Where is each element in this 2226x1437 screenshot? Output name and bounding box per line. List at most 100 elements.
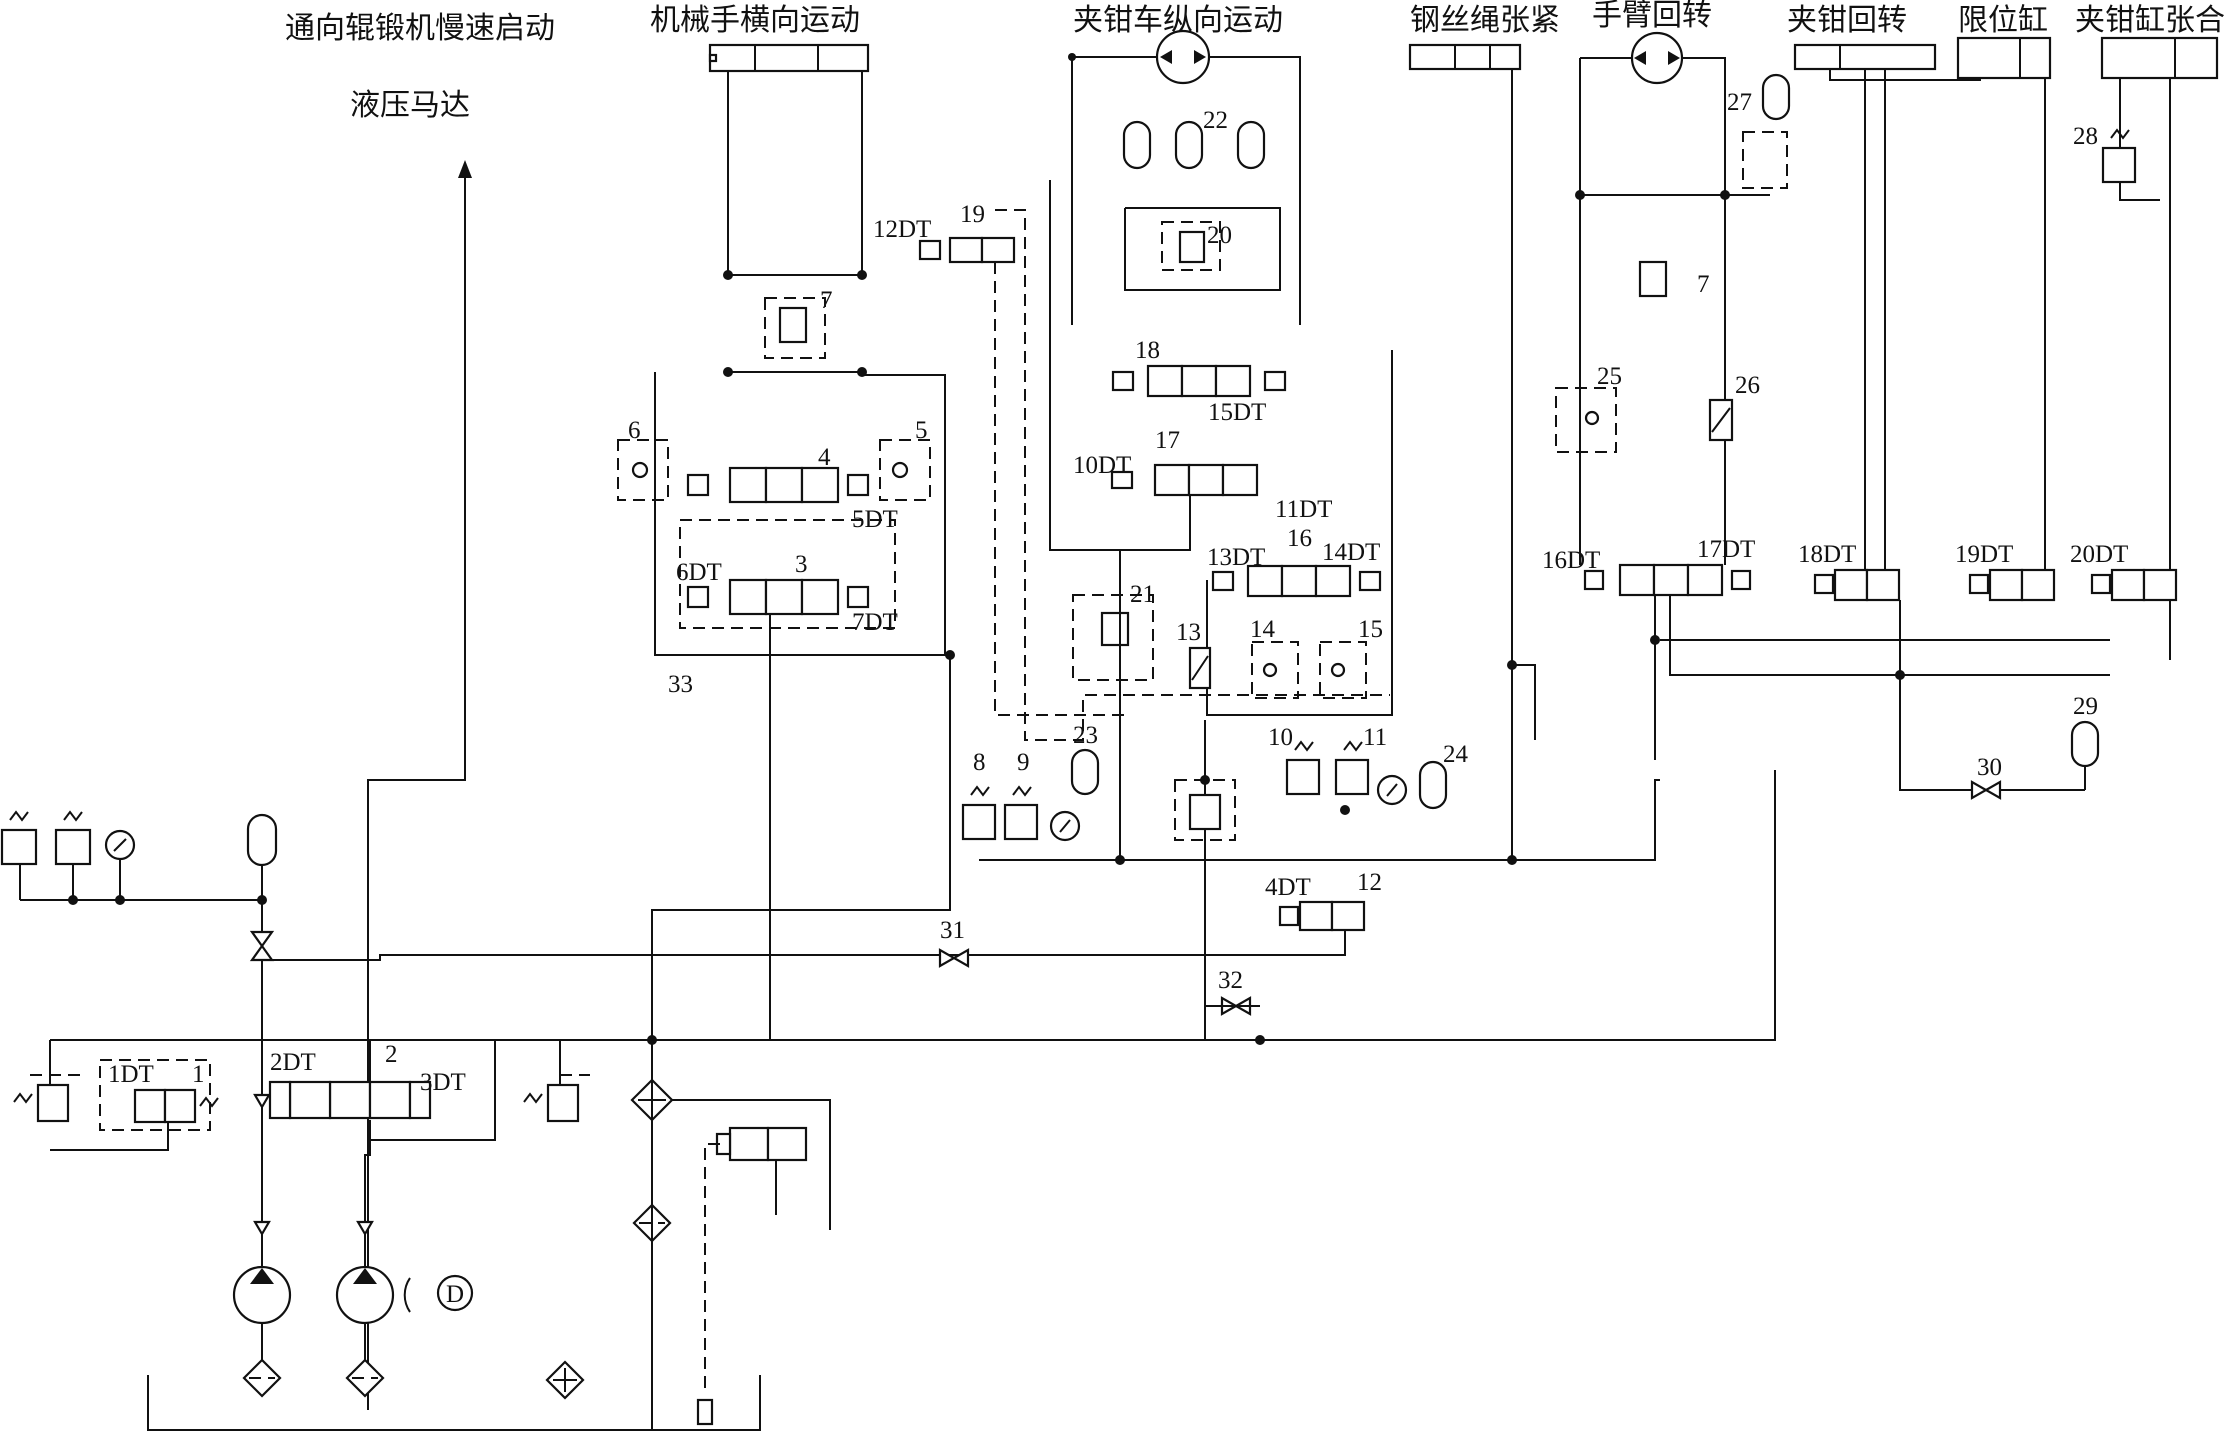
pump-1	[232, 1265, 292, 1325]
sol-2dt: 2DT	[270, 1049, 316, 1076]
thermometer-icon	[696, 1398, 714, 1426]
relief-valve-7b	[1638, 260, 1668, 298]
pressure-gauge-left	[104, 829, 136, 861]
accumulator-left	[246, 813, 278, 867]
hydraulic-motor-arm	[1630, 31, 1684, 85]
valve-1-frame	[99, 1059, 211, 1131]
accumulator-24	[1418, 760, 1448, 810]
label-31: 31	[940, 917, 965, 944]
rotation-arrow-icon	[403, 1277, 411, 1313]
title-rolling-mill: 通向辊锻机慢速启动	[285, 11, 555, 46]
label-16: 16	[1287, 525, 1312, 552]
directional-valve-3	[686, 578, 870, 616]
directional-valve-1	[133, 1088, 219, 1124]
pressure-gauge-right	[1376, 774, 1408, 806]
label-22: 22	[1203, 107, 1228, 134]
accumulator-29	[2070, 720, 2100, 768]
label-8: 8	[973, 749, 986, 776]
flow-control-14	[1251, 641, 1299, 699]
suction-filter-2	[345, 1358, 385, 1398]
pressure-switch-8	[961, 785, 997, 841]
label-30: 30	[1977, 754, 2002, 781]
electric-motor-icon: D	[436, 1274, 474, 1312]
label-17: 17	[1155, 427, 1180, 454]
flow-control-25	[1555, 387, 1617, 453]
title-hydraulic-motor: 液压马达	[350, 88, 470, 123]
cylinder-limit	[1956, 36, 2052, 80]
directional-valve-17	[1110, 463, 1259, 497]
directional-valve-20dt	[2090, 568, 2178, 602]
label-14: 14	[1250, 616, 1276, 643]
label-12: 12	[1357, 869, 1382, 896]
pressure-switch-9	[1003, 785, 1039, 841]
motor-label: D	[446, 1281, 464, 1308]
label-15: 15	[1358, 616, 1383, 643]
suction-filter-1	[242, 1358, 282, 1398]
flow-control-5	[879, 439, 931, 501]
directional-valve-2	[268, 1080, 432, 1120]
label-23: 23	[1073, 722, 1098, 749]
directional-valve-16	[1211, 564, 1382, 598]
label-28: 28	[2073, 123, 2098, 150]
relief-valve-7a	[764, 297, 826, 359]
relief-valve-21	[1072, 594, 1154, 681]
label-32: 32	[1218, 967, 1243, 994]
label-13: 13	[1176, 619, 1201, 646]
accumulator-23	[1070, 748, 1100, 796]
sol-18dt: 18DT	[1798, 541, 1856, 568]
label-26: 26	[1735, 372, 1760, 399]
main-pressure-line	[50, 770, 1776, 1041]
label-18: 18	[1135, 337, 1160, 364]
pressure-switch-10	[1285, 740, 1321, 796]
sol-15dt: 15DT	[1208, 399, 1266, 426]
stop-valve-30	[1970, 780, 2002, 800]
accumulators-22	[1122, 120, 1266, 170]
label-21: 21	[1130, 581, 1155, 608]
directional-valve-18	[1111, 364, 1287, 398]
label-6: 6	[628, 417, 641, 444]
title-clamp-rotate: 夹钳回转	[1787, 3, 1907, 38]
sol-16dt: 16DT	[1542, 547, 1600, 574]
label-33: 33	[668, 671, 693, 698]
label-5: 5	[915, 417, 928, 444]
stop-valve-31	[938, 948, 970, 968]
accumulator-27	[1761, 73, 1791, 121]
flow-control-26	[1708, 398, 1734, 442]
title-arm-rotate: 手臂回转	[1592, 0, 1712, 33]
sol-4dt: 4DT	[1265, 874, 1311, 901]
label-20: 20	[1207, 222, 1232, 249]
label-29: 29	[2073, 693, 2098, 720]
sol-7dt: 7DT	[852, 609, 898, 636]
label-7a: 7	[820, 287, 833, 314]
supply-arrow	[367, 160, 472, 1410]
title-limit-cylinder: 限位缸	[1958, 3, 2048, 38]
directional-valve-19	[918, 236, 1016, 264]
sol-19dt: 19DT	[1955, 541, 2013, 568]
title-manipulator-traverse: 机械手横向运动	[650, 3, 860, 38]
junction-dots	[1068, 53, 1905, 815]
sol-10dt: 10DT	[1073, 452, 1131, 479]
check-valve-icon	[253, 1093, 374, 1237]
label-9: 9	[1017, 749, 1030, 776]
sol-17dt: 17DT	[1697, 536, 1755, 563]
sol-6dt: 6DT	[676, 559, 722, 586]
label-4: 4	[818, 444, 831, 471]
relief-valve-2	[523, 1074, 590, 1123]
relief-valve-1	[13, 1074, 80, 1123]
pump-2-line	[364, 1120, 371, 1267]
pressure-switch-28	[2101, 128, 2137, 184]
relief-valve-20	[1161, 221, 1221, 271]
pressure-switch-left-1	[0, 810, 38, 866]
cylinder-clamp-rotate	[1793, 43, 1937, 71]
label-19: 19	[960, 201, 985, 228]
label-24: 24	[1443, 741, 1469, 768]
label-1: 1	[192, 1061, 205, 1088]
title-wire-rope: 钢丝绳张紧	[1410, 3, 1560, 38]
directional-valve-19dt	[1968, 568, 2056, 602]
pump-2	[335, 1265, 395, 1325]
throttle-13	[1188, 646, 1212, 690]
valve-3-4-frame	[679, 519, 896, 629]
flow-control-15	[1319, 641, 1367, 699]
cylinder-clamp-open-close	[2100, 36, 2219, 80]
